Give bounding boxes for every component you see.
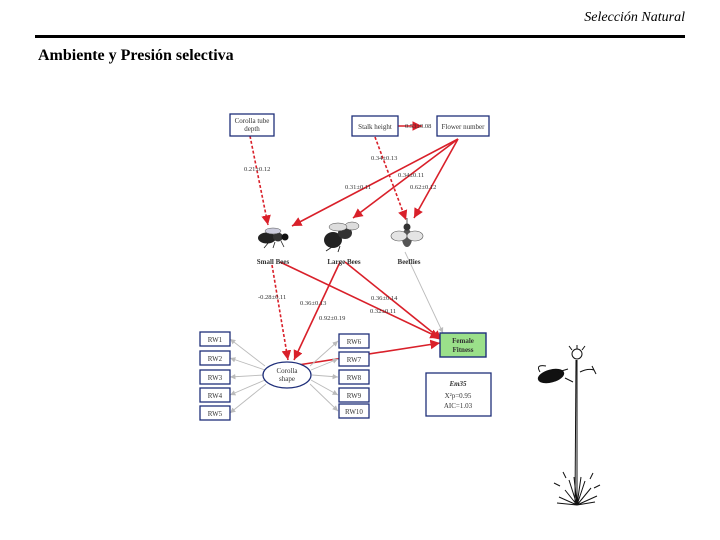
coef-shape-fitness: 0.92±0.19	[319, 315, 345, 322]
path-smallbees-fitness	[279, 261, 441, 339]
measurement-paths	[229, 251, 444, 414]
rw-box: RW6	[338, 333, 370, 349]
path-flower-largebees	[352, 138, 459, 219]
node-stalk-height: Stalk height	[351, 115, 399, 137]
coef-largebees-shape: 0.36±0.13	[300, 300, 326, 307]
svg-text:Flower number: Flower number	[442, 123, 486, 131]
node-flower-number: Flower number	[436, 115, 490, 137]
rw-box: RW8	[338, 369, 370, 385]
slide-title: Ambiente y Presión selectiva	[38, 47, 234, 64]
svg-text:Stalk height: Stalk height	[358, 123, 392, 131]
coef-flower-smallbees: 0.31±0.11	[345, 184, 371, 191]
svg-text:RW6: RW6	[347, 338, 362, 346]
path-tube-smallbees	[249, 135, 271, 226]
rw-right-list: RW6 RW7 RW8 RW9 RW10	[338, 333, 370, 419]
coef-smallbees-shape: -0.28±0.11	[258, 294, 286, 301]
svg-text:Corolla: Corolla	[277, 367, 299, 375]
path-largebees-fitness	[344, 261, 443, 341]
node-large-bees: Large Bees	[327, 258, 361, 266]
node-female-fitness: Female Fitness	[439, 332, 487, 358]
svg-text:depth: depth	[244, 125, 260, 133]
rw-box: RW9	[338, 387, 370, 403]
path-coefficients: 0.53±0.08 0.21±0.12 0.34±0.13 0.34±0.11 …	[244, 123, 436, 322]
svg-text:RW7: RW7	[347, 356, 362, 364]
header-title: Selección Natural	[584, 10, 685, 25]
coef-tube-smallbees: 0.21±0.12	[244, 166, 270, 173]
small-bee-icon	[258, 227, 289, 249]
plant-with-bee-icon	[537, 345, 601, 506]
rw-box: RW4	[199, 387, 231, 403]
large-bee-icon	[324, 221, 360, 253]
rw-box: RW3	[199, 369, 231, 385]
path-flower-smallbees	[291, 138, 459, 227]
significant-paths	[249, 121, 459, 366]
svg-text:X²p=0.95: X²p=0.95	[445, 392, 472, 400]
svg-text:Fitness: Fitness	[453, 346, 474, 354]
svg-text:shape: shape	[279, 375, 295, 383]
rw-left-list: RW1 RW2 RW3 RW4 RW5	[199, 331, 231, 421]
model-fit-box: Em35 X²p=0.95 AIC=1.03	[425, 372, 492, 417]
rw-box: RW2	[199, 350, 231, 366]
path-smallbees-shape	[271, 264, 292, 361]
svg-text:Em35: Em35	[448, 380, 467, 388]
svg-text:AIC=1.03: AIC=1.03	[444, 402, 473, 410]
node-corolla-tube-depth: Corolla tube depth	[229, 113, 275, 137]
svg-text:RW4: RW4	[208, 392, 223, 400]
rw-box: RW7	[338, 351, 370, 367]
coef-flower-largebees: 0.34±0.11	[398, 172, 424, 179]
svg-text:RW9: RW9	[347, 392, 362, 400]
coef-smallbees-fitness: 0.36±0.14	[371, 295, 398, 302]
coef-largebees-fitness: 0.32±0.11	[370, 308, 396, 315]
svg-text:Corolla tube: Corolla tube	[235, 117, 270, 125]
coef-stalk-flower: 0.53±0.08	[405, 123, 431, 130]
beefly-icon	[390, 218, 424, 247]
header-divider	[35, 35, 685, 38]
svg-text:RW3: RW3	[208, 374, 223, 382]
rw-box: RW5	[199, 405, 231, 421]
node-beeflies: Beeflies	[398, 258, 421, 266]
svg-text:RW8: RW8	[347, 374, 362, 382]
coef-stalk-beeflies: 0.34±0.13	[371, 155, 397, 162]
svg-text:RW10: RW10	[345, 408, 363, 416]
rw-box: RW10	[338, 403, 370, 419]
svg-text:Female: Female	[452, 337, 474, 345]
node-small-bees: Small Bees	[257, 258, 290, 266]
svg-text:RW2: RW2	[208, 355, 223, 363]
rw-box: RW1	[199, 331, 231, 347]
svg-text:RW5: RW5	[208, 410, 223, 418]
svg-text:RW1: RW1	[208, 336, 223, 344]
path-largebees-shape	[293, 261, 341, 361]
coef-flower-beeflies: 0.62±0.12	[410, 184, 436, 191]
path-flower-beeflies	[413, 138, 459, 219]
node-corolla-shape: Corolla shape	[262, 361, 312, 389]
